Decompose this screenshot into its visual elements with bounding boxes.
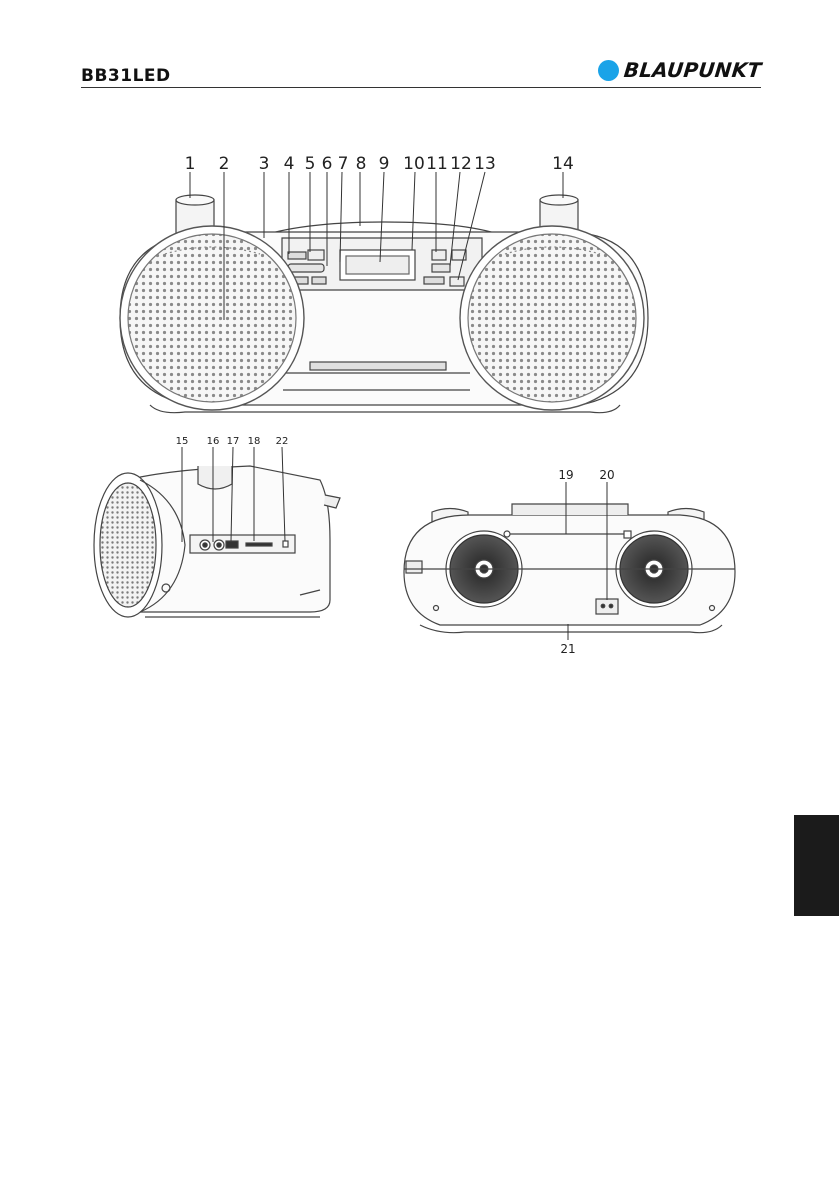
callout-22: 22: [276, 436, 289, 447]
callout-9: 9: [379, 154, 390, 174]
callout-2: 2: [219, 154, 230, 174]
callout-15: 15: [176, 436, 189, 447]
callout-4: 4: [284, 154, 295, 174]
callout-21: 21: [560, 642, 575, 656]
callout-6: 6: [322, 154, 333, 174]
callout-10: 10: [403, 154, 425, 174]
callout-3: 3: [259, 154, 270, 174]
callout-8: 8: [356, 154, 367, 174]
callout-17: 17: [227, 436, 240, 447]
front-callouts: 1 2 3 4 5 6 7 8 9 10 11 12 13 14: [185, 154, 574, 174]
language-side-tab: [794, 815, 839, 916]
side-callouts: 15 16 17 18 22: [176, 436, 289, 447]
front-view: [120, 195, 648, 413]
callout-7: 7: [338, 154, 349, 174]
callout-14: 14: [552, 154, 574, 174]
callout-5: 5: [305, 154, 316, 174]
callout-13: 13: [474, 154, 496, 174]
callout-12: 12: [450, 154, 472, 174]
callout-20: 20: [599, 468, 614, 482]
side-view: [94, 466, 340, 617]
callout-11: 11: [426, 154, 448, 174]
callout-18: 18: [248, 436, 261, 447]
callout-19: 19: [558, 468, 573, 482]
callout-1: 1: [185, 154, 196, 174]
callout-16: 16: [207, 436, 220, 447]
back-view: [404, 504, 735, 633]
